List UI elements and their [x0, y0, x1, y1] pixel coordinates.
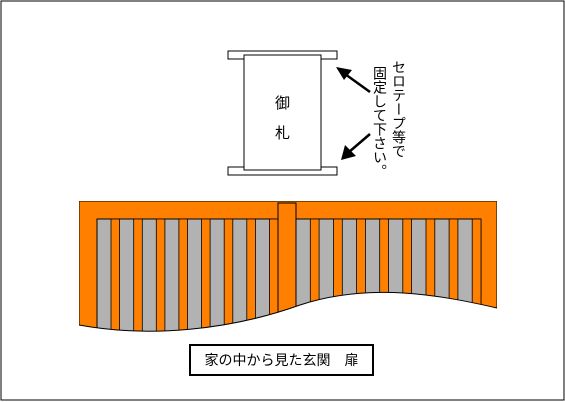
- door-bar: [402, 218, 412, 332]
- door-bar: [155, 218, 166, 332]
- door-caption: 家の中から見た玄関 扉: [189, 344, 374, 376]
- door-bar: [333, 218, 343, 332]
- door-bar: [268, 218, 279, 332]
- door-bar: [309, 218, 320, 332]
- door-bar: [356, 218, 366, 332]
- door-bar: [110, 218, 121, 332]
- door-center-post: [277, 202, 297, 332]
- door-bar: [471, 218, 482, 332]
- instruction-line-2: 固定して下さい。: [371, 66, 387, 178]
- door-bar: [425, 218, 436, 332]
- door-bar: [178, 218, 188, 332]
- door-bar: [379, 218, 389, 332]
- door-bar: [223, 218, 234, 332]
- door-bar: [133, 218, 143, 332]
- ofuda-character-2: 札: [275, 124, 291, 142]
- entrance-door: [78, 201, 498, 332]
- door-bar: [201, 218, 211, 332]
- door-cut-edge: [78, 291, 498, 332]
- ofuda-character-1: 御: [275, 94, 291, 112]
- arrow-top: [336, 67, 371, 94]
- ofuda-talisman: [243, 54, 322, 171]
- arrow-bottom: [341, 133, 371, 160]
- door-bar: [246, 218, 256, 332]
- door-bar: [448, 218, 459, 332]
- instruction-line-1: セロテープ等で: [390, 60, 406, 158]
